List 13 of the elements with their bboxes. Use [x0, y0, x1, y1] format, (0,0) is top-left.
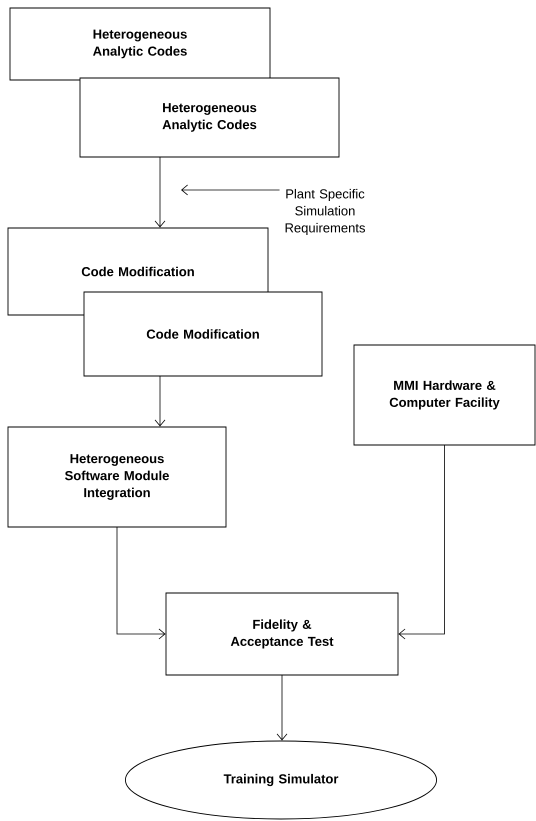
process-box: Fidelity & Acceptance Test	[166, 592, 398, 676]
process-box: Heterogeneous Software Module Integration	[8, 426, 226, 528]
process-box: Heterogeneous Analytic Codes	[80, 78, 340, 158]
note-text: Plant Specific Simulation Requirements	[286, 188, 365, 236]
process-box: Heterogeneous Analytic Codes	[10, 8, 270, 80]
arrow	[154, 376, 166, 427]
process-box: Code Modification	[84, 292, 322, 376]
arrow	[276, 675, 288, 741]
arrow	[181, 184, 280, 196]
arrow	[398, 445, 445, 640]
process-box: MMI Hardware & Computer Facility	[354, 344, 536, 446]
arrow	[116, 527, 166, 640]
arrow	[154, 157, 166, 228]
